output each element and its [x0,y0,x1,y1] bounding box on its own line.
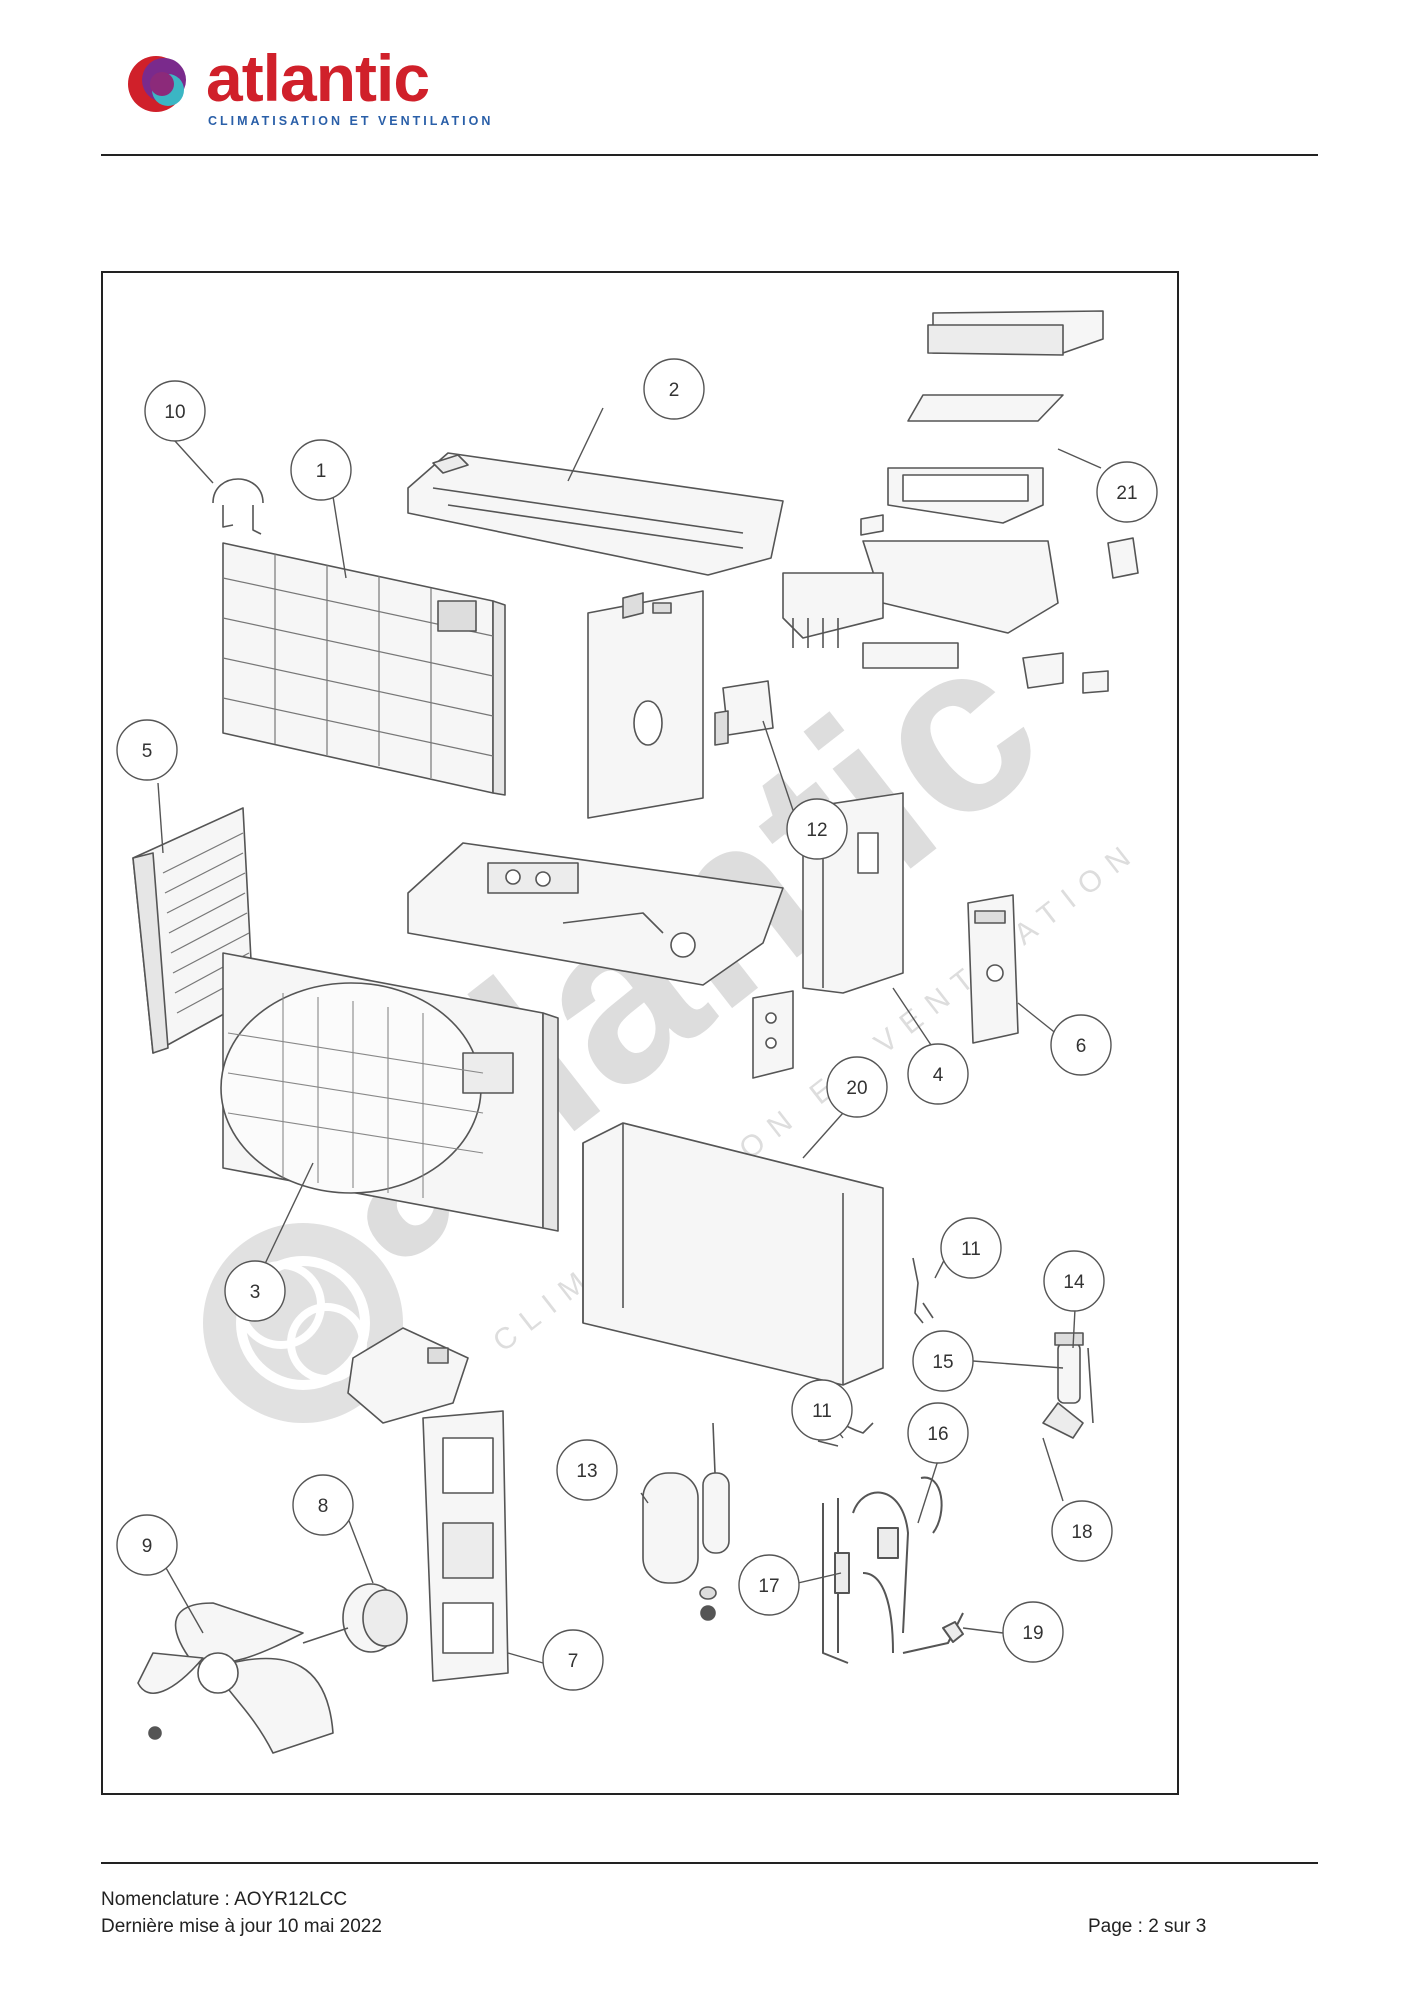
part-fan-motor [302,1583,408,1653]
part-compressor [642,1422,730,1621]
header-rule [101,154,1318,156]
brand-mark-icon [128,56,186,112]
part-four-way-valve [1042,1332,1094,1439]
callout-11-upper: 11 [940,1217,1002,1279]
callout-16-label: 16 [927,1424,948,1445]
callout-2-label: 2 [669,380,680,401]
callout-6: 6 [1050,1014,1112,1076]
part-partition-plate [587,590,704,819]
part-thermistor [212,478,264,535]
callout-13-label: 13 [576,1461,597,1482]
callout-1: 1 [290,439,352,501]
callout-21-label: 21 [1116,483,1137,504]
callout-8: 8 [292,1474,354,1536]
callout-7: 7 [542,1629,604,1691]
part-top-panel [407,452,784,576]
callout-16: 16 [907,1402,969,1464]
footer-nomenclature: Nomenclature : AOYR12LCC [101,1889,348,1910]
callout-12-label: 12 [806,820,827,841]
part-reactor [714,680,774,746]
part-condenser-coil [582,1122,884,1386]
part-sensor-upper [912,1257,934,1324]
diagram-canvas: atlantic CLIMATISATION ET VENTILATION [116,310,1158,1754]
callout-4: 4 [907,1043,969,1105]
callout-4-label: 4 [933,1065,944,1086]
callout-14: 14 [1043,1250,1105,1312]
callout-10-label: 10 [164,402,185,423]
callout-3-label: 3 [250,1282,261,1303]
part-motor-bracket [422,1410,509,1682]
part-control-box [782,514,1139,694]
callout-15: 15 [912,1330,974,1392]
part-piping-assembly [822,1476,964,1664]
callout-11-lower: 11 [791,1379,853,1441]
callout-10: 10 [144,380,206,442]
callout-7-label: 7 [568,1651,579,1672]
callout-17: 17 [738,1554,800,1616]
part-base-pan [407,842,784,986]
callout-20-label: 20 [846,1078,867,1099]
brand-wordmark: atlantic [206,41,430,115]
callout-3: 3 [224,1260,286,1322]
brand-logo: atlantic CLIMATISATION ET VENTILATION [118,41,498,134]
part-rear-grille [222,542,506,796]
front-grille-bars [227,993,484,1198]
callout-2: 2 [643,358,705,420]
callout-5: 5 [116,719,178,781]
callout-5-label: 5 [142,741,153,762]
callout-21: 21 [1096,461,1158,523]
part-sensor-bracket [347,1327,469,1424]
footer-last-updated: Dernière mise à jour 10 mai 2022 [101,1916,382,1937]
callout-18-label: 18 [1071,1522,1092,1543]
callout-12: 12 [786,798,848,860]
leader-lines [152,407,1102,1664]
part-valve-cover [967,894,1019,1044]
part-front-panel [220,952,559,1232]
callout-14-label: 14 [1063,1272,1085,1293]
footer-page-number: Page : 2 sur 3 [1088,1916,1207,1937]
callout-11-lower-label: 11 [812,1401,832,1422]
brand-tagline: CLIMATISATION ET VENTILATION [208,114,494,128]
callout-8-label: 8 [318,1496,329,1517]
callout-9-label: 9 [142,1536,153,1557]
part-terminal-bracket [752,990,794,1079]
callout-6-label: 6 [1076,1036,1087,1057]
callout-17-label: 17 [758,1576,779,1597]
callout-18: 18 [1051,1500,1113,1562]
part-propeller-fan [137,1602,334,1754]
callout-20: 20 [826,1056,888,1118]
callout-11-upper-label: 11 [961,1239,981,1260]
callout-15-label: 15 [932,1352,953,1373]
footer-rule [101,1862,1318,1864]
callout-13: 13 [556,1439,618,1501]
callout-19-label: 19 [1022,1623,1043,1644]
callout-19: 19 [1002,1601,1064,1663]
callout-1-label: 1 [316,461,327,482]
callout-9: 9 [116,1514,178,1576]
exploded-view-diagram: atlantic CLIMATISATION ET VENTILATION [101,271,1179,1795]
part-control-box-cover [887,310,1104,524]
